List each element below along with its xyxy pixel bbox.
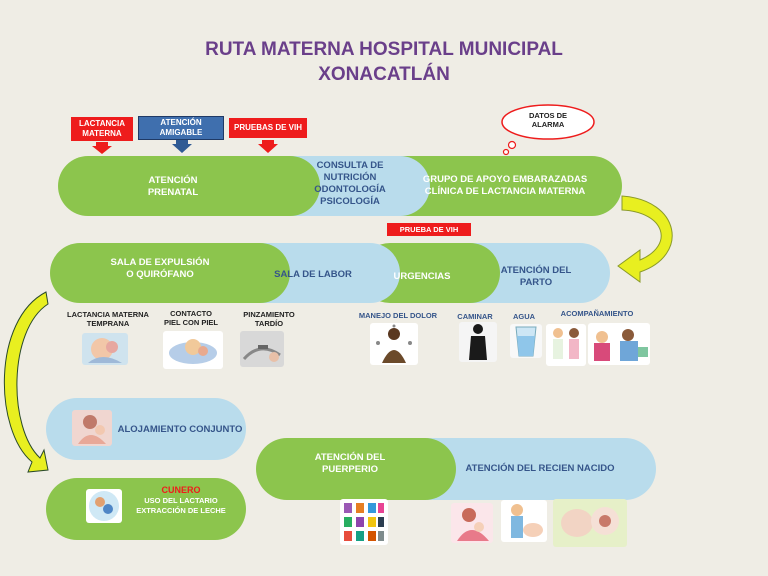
caption-caminar: CAMINAR — [457, 312, 493, 321]
cunero-block: CUNERO USO DEL LACTARIO EXTRACCIÓN DE LE… — [126, 484, 236, 516]
label-consulta-line: NUTRICIÓN — [323, 172, 377, 183]
cloud-shape — [501, 104, 595, 156]
walking-image — [459, 322, 497, 362]
newborn-image-2 — [501, 500, 547, 542]
rooming-in-image — [72, 410, 112, 446]
label-grupo-line: GRUPO DE APOYO EMBARAZADAS — [422, 174, 588, 185]
caption-lactancia-temprana: LACTANCIA MATERNA TEMPRANA — [60, 310, 156, 328]
tag-lactancia: LACTANCIA MATERNA — [71, 117, 133, 141]
caption-contacto: CONTACTO PIEL CON PIEL — [158, 309, 224, 327]
yellow-curve-arrow-right — [617, 195, 673, 283]
tag-pruebas-vih: PRUEBAS DE VIH — [229, 118, 307, 138]
caption-manejo-dolor: MANEJO DEL DOLOR — [358, 311, 438, 320]
row2-expulsion-shape — [50, 243, 290, 303]
caption-line: TARDÍO — [254, 319, 284, 328]
skin-to-skin-image — [163, 331, 223, 369]
cunero-line2: EXTRACCIÓN DE LECHE — [136, 506, 226, 515]
cord-clamping-image — [240, 331, 284, 367]
label-parto-line: ATENCIÓN DEL — [500, 265, 572, 276]
label-consulta: CONSULTA DE NUTRICIÓN ODONTOLOGÍA PSICOL… — [300, 160, 400, 208]
puerperio-icons-image — [340, 499, 388, 545]
newborn-image-3 — [553, 499, 627, 547]
caption-line: CONTACTO — [170, 309, 212, 318]
companion-image-1 — [546, 324, 586, 366]
page-title-line2: XONACATLÁN — [318, 64, 450, 85]
label-atencion-prenatal: ATENCIÓN PRENATAL — [147, 175, 199, 198]
cunero-line1: USO DEL LACTARIO — [144, 496, 218, 505]
water-glass-image — [510, 324, 542, 358]
caption-line: PIEL CON PIEL — [163, 318, 219, 327]
label-expulsion-line: SALA DE EXPULSIÓN — [110, 257, 210, 268]
row1-prenatal-shape — [58, 156, 320, 216]
label-grupo-line: CLÍNICA DE LACTANCIA MATERNA — [424, 186, 586, 197]
page-title-line1: RUTA MATERNA HOSPITAL MUNICIPAL — [205, 39, 563, 60]
label-expulsion-line: O QUIRÓFANO — [126, 269, 194, 280]
yellow-curve-arrow-left — [3, 291, 49, 473]
label-puerperio-line: PUERPERIO — [322, 464, 378, 475]
caption-line: PINZAMIENTO — [243, 310, 295, 319]
companion-image-2 — [588, 323, 650, 365]
label-sala-expulsion: SALA DE EXPULSIÓN O QUIRÓFANO — [100, 257, 220, 281]
cunero-title: CUNERO — [161, 485, 201, 495]
blue-arrow-1 — [172, 140, 192, 153]
label-atencion-recien-nacido: ATENCIÓN DEL RECIEN NACIDO — [465, 463, 615, 474]
label-atencion-parto: ATENCIÓN DEL PARTO — [486, 265, 586, 289]
red-arrow-2 — [258, 140, 278, 153]
cloud-datos-alarma: DATOS DE ALARMA — [528, 111, 568, 129]
caption-acompanamiento: ACOMPAÑAMIENTO — [560, 309, 634, 318]
label-urgencias: URGENCIAS — [393, 271, 451, 282]
pain-management-image — [370, 323, 418, 365]
breastfeeding-image — [82, 333, 128, 365]
label-alojamiento-conjunto: ALOJAMIENTO CONJUNTO — [117, 424, 243, 435]
label-consulta-line: CONSULTA DE — [316, 160, 384, 171]
label-grupo-apoyo: GRUPO DE APOYO EMBARAZADAS CLÍNICA DE LA… — [405, 174, 605, 198]
caption-agua: AGUA — [512, 312, 536, 321]
label-atencion-puerperio: ATENCIÓN DEL PUERPERIO — [300, 452, 400, 476]
label-consulta-line: PSICOLOGÍA — [320, 196, 380, 207]
newborn-image-1 — [451, 503, 493, 543]
caption-line: LACTANCIA MATERNA — [67, 310, 149, 319]
caption-pinzamiento: PINZAMIENTO TARDÍO — [234, 310, 304, 328]
caption-line: TEMPRANA — [86, 319, 130, 328]
label-consulta-line: ODONTOLOGÍA — [314, 184, 386, 195]
label-sala-labor: SALA DE LABOR — [274, 269, 352, 280]
tag-prueba-vih: PRUEBA DE VIH — [387, 223, 471, 236]
tag-atencion-amigable: ATENCIÓN AMIGABLE — [138, 116, 224, 140]
label-parto-line: PARTO — [519, 277, 553, 288]
row3-puerperio-shape — [256, 438, 456, 500]
cunero-image — [86, 489, 122, 523]
red-arrow-1 — [92, 142, 112, 154]
label-puerperio-line: ATENCIÓN DEL — [314, 452, 386, 463]
